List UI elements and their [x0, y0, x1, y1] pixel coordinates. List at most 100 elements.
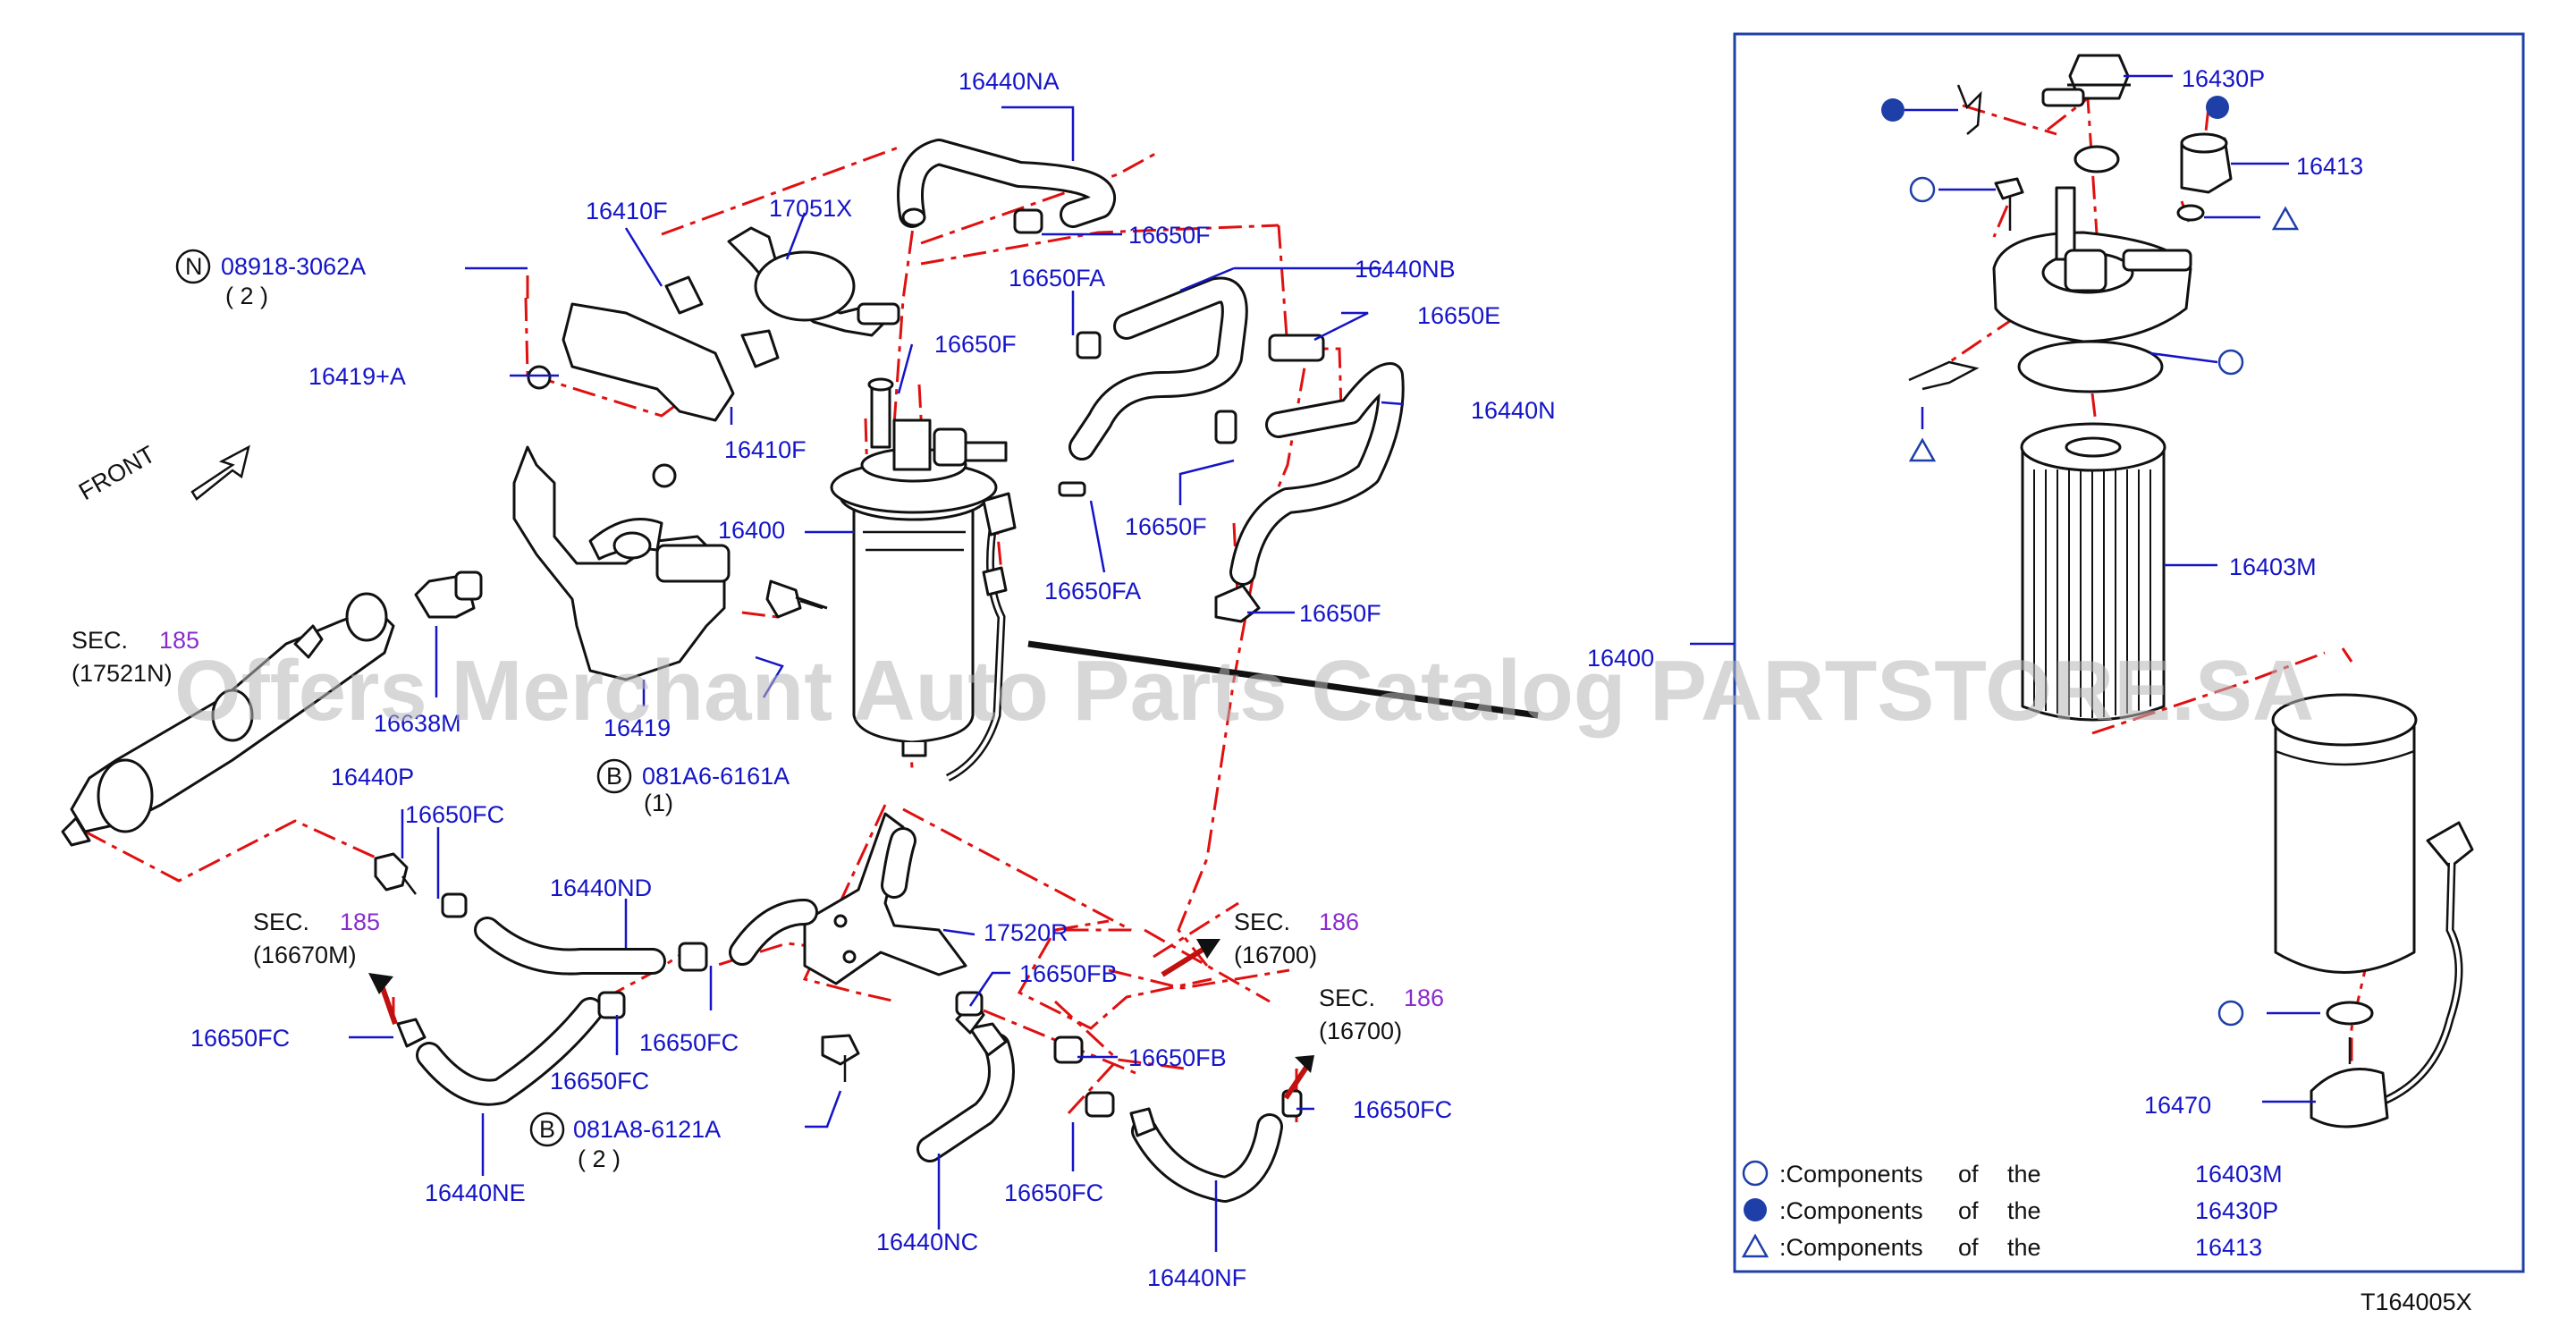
- clip-16650F-top: [1013, 208, 1043, 234]
- label-16470: 16470: [2144, 1092, 2211, 1119]
- sec-num-1: 185: [159, 627, 199, 654]
- marker-b2-circle: [529, 1111, 565, 1147]
- label-08918-qty: ( 2 ): [225, 283, 268, 309]
- label-16440NF: 16440NF: [1147, 1264, 1246, 1291]
- label-16650FC-e: 16650FC: [1353, 1096, 1452, 1123]
- hose-16440NE: [396, 991, 626, 1106]
- label-16650FC-f: 16650FC: [1004, 1179, 1103, 1206]
- sec-ref-1: (17521N): [72, 660, 173, 687]
- sec-num-2: 185: [340, 909, 380, 935]
- label-16650FC-a: 16650FC: [405, 801, 504, 828]
- watermark: Offers Merchant Auto Parts Catalog PARTS…: [174, 643, 2314, 739]
- diagram-code: T164005X: [2361, 1289, 2472, 1315]
- section-references: SEC. 185 (17521N) SEC. 185 (16670M) SEC.…: [72, 627, 1444, 1044]
- label-16650FC-d: 16650FC: [550, 1068, 649, 1095]
- label-16440NA: 16440NA: [959, 68, 1060, 95]
- priming-pump-17051X: [727, 226, 900, 337]
- legend-the-2: the: [2007, 1197, 2041, 1224]
- bracket-16419: [512, 302, 735, 681]
- hose-16440NC: [916, 1000, 1015, 1162]
- label-16430P: 16430P: [2182, 65, 2265, 92]
- leader-lines: [349, 106, 1405, 1252]
- sec-label-4: SEC.: [1319, 985, 1375, 1011]
- pump-assembly-17521N: [61, 592, 395, 847]
- legend-part-2: 16430P: [2195, 1197, 2278, 1224]
- legend-the-3: the: [2007, 1234, 2041, 1261]
- label-16419-A: 16419+A: [308, 363, 406, 390]
- label-16650F-top: 16650F: [1128, 222, 1211, 249]
- clip-16650FC-b: [678, 942, 708, 972]
- label-17520R: 17520R: [984, 919, 1068, 946]
- front-arrow: [190, 444, 250, 501]
- label-081A6-6161A: 081A6-6161A: [642, 763, 790, 790]
- bolt-081A6: [765, 579, 828, 619]
- label-16650F-mid: 16650F: [934, 331, 1017, 358]
- hose-16440NA: [897, 139, 1116, 228]
- label-16410F-top: 16410F: [586, 198, 668, 224]
- section-arrows: [368, 939, 1314, 1100]
- label-16650E: 16650E: [1417, 302, 1500, 329]
- label-16650FA-top: 16650FA: [1009, 265, 1105, 292]
- legend-part-1: 16403M: [2195, 1161, 2283, 1188]
- label-16419: 16419: [604, 714, 671, 741]
- label-16638M: 16638M: [374, 710, 461, 737]
- label-16440NE: 16440NE: [425, 1179, 526, 1206]
- marker-n-letter: N: [185, 253, 203, 280]
- clip-16650FC-a: [441, 892, 468, 918]
- label-16400-detail: 16400: [1587, 645, 1654, 672]
- label-081A8-6121A: 081A8-6121A: [573, 1116, 721, 1143]
- clamp-16410F: [664, 275, 780, 368]
- bracket-17520R: [729, 812, 967, 985]
- sec-ref-4: (16700): [1319, 1018, 1402, 1044]
- label-16400: 16400: [718, 517, 785, 544]
- legend-of-3: of: [1958, 1234, 1979, 1261]
- legend-part-3: 16413: [2195, 1234, 2262, 1261]
- label-16403M: 16403M: [2229, 554, 2317, 580]
- bolt-081A8: [821, 1034, 860, 1082]
- detail-panel: [1690, 32, 2525, 1273]
- sec-ref-3: (16700): [1234, 942, 1317, 968]
- label-16650FB-b: 16650FB: [1128, 1044, 1227, 1071]
- sec-num-4: 186: [1404, 985, 1444, 1011]
- marker-b2-letter: B: [539, 1116, 555, 1143]
- sensor-16638M: [414, 571, 483, 619]
- marker-b1-circle: [596, 758, 632, 794]
- label-16440N: 16440N: [1471, 397, 1556, 424]
- hose-16440P: [374, 852, 417, 895]
- hose-16440ND: [474, 917, 666, 976]
- label-08918-3062A: 08918-3062A: [221, 253, 366, 280]
- label-16650FB-a: 16650FB: [1019, 960, 1118, 987]
- sec-label-2: SEC.: [253, 909, 309, 935]
- legend-text-2: :Components: [1779, 1197, 1923, 1224]
- label-16413: 16413: [2296, 153, 2363, 180]
- clips-lower: [955, 991, 1115, 1118]
- label-16650FC-c: 16650FC: [639, 1029, 739, 1056]
- label-16650FC-b: 16650FC: [190, 1025, 290, 1052]
- label-16410F-bot: 16410F: [724, 436, 807, 463]
- label-16440NB: 16440NB: [1355, 256, 1456, 283]
- hose-16440NB: [1068, 276, 1248, 461]
- label-081A6-qty: (1): [644, 790, 673, 816]
- sec-num-3: 186: [1319, 909, 1359, 935]
- label-16650FA-mid: 16650FA: [1044, 578, 1141, 604]
- front-label: FRONT: [74, 441, 160, 505]
- marker-b1-letter: B: [606, 763, 622, 790]
- label-16650F-low: 16650F: [1299, 600, 1381, 627]
- label-17051X: 17051X: [769, 195, 852, 222]
- fuel-filter-16400: [830, 377, 1008, 757]
- hose-16440N: [1214, 362, 1405, 623]
- connectors-upper: [1058, 331, 1325, 497]
- sensor-harness: [945, 492, 1539, 782]
- hose-16440NF: [1129, 1089, 1303, 1203]
- label-16440P: 16440P: [331, 764, 414, 790]
- label-081A8-qty: ( 2 ): [578, 1145, 621, 1172]
- legend-of-1: of: [1958, 1161, 1979, 1188]
- marker-n-circle: [175, 249, 211, 284]
- legend-of-2: of: [1958, 1197, 1979, 1224]
- part-labels: 16440NA 16410F 17051X 16650F N 08918-306…: [74, 65, 2363, 1291]
- legend-text-3: :Components: [1779, 1234, 1923, 1261]
- legend: :Components of the 16403M :Components of…: [1779, 1161, 2283, 1261]
- legend-the-1: the: [2007, 1161, 2041, 1188]
- legend-text-1: :Components: [1779, 1161, 1923, 1188]
